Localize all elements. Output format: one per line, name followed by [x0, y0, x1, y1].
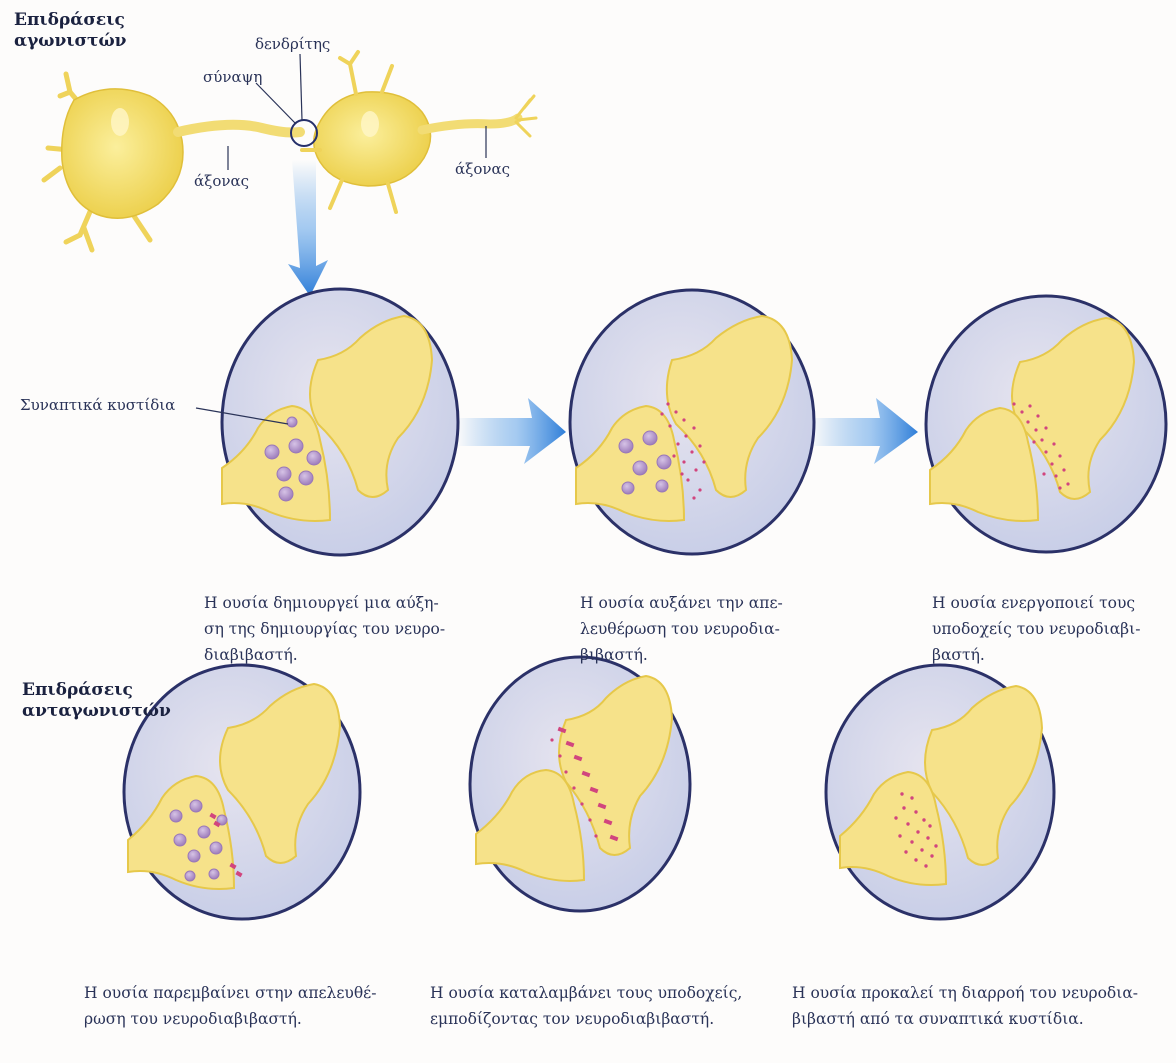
agonist-caption-2: Η ουσία αυξάνει την απε- λευθέρωση του ν… — [580, 590, 783, 668]
axon-label-left: άξονας — [194, 172, 249, 190]
antagonist-caption-1: Η ουσία παρεμβαίνει στην απελευθέ- ρωση … — [84, 980, 376, 1032]
agonist-caption-3: Η ουσία ενεργοποιεί τους υποδοχείς του ν… — [932, 590, 1140, 668]
agonist-panel-1 — [196, 289, 458, 555]
synapse-label: σύναψη — [203, 68, 262, 86]
agonist-caption-1: Η ουσία δημιουργεί μια αύξη- ση της δημι… — [204, 590, 445, 668]
agonists-heading: Επιδράσεις αγωνιστών — [14, 10, 126, 52]
caption-line: βιβαστή από τα συναπτικά κυστίδια. — [792, 1006, 1138, 1032]
agonist-panel-2 — [570, 290, 814, 554]
caption-line: Η ουσία αυξάνει την απε- — [580, 590, 783, 616]
caption-line: βαστή. — [932, 642, 1140, 668]
dendrite-label: δενδρίτης — [255, 35, 330, 53]
agonists-heading-line-2: αγωνιστών — [14, 31, 126, 52]
sequence-arrow-1 — [456, 398, 566, 464]
zoom-arrow — [288, 160, 328, 296]
sequence-arrow-2 — [810, 398, 918, 464]
agonists-heading-line-1: Επιδράσεις — [14, 10, 126, 31]
caption-line: Η ουσία προκαλεί τη διαρροή του νευροδια… — [792, 980, 1138, 1006]
antagonist-caption-2: Η ουσία καταλαμβάνει τους υποδοχείς, εμπ… — [430, 980, 742, 1032]
caption-line: διαβιβαστή. — [204, 642, 445, 668]
caption-line: υποδοχείς του νευροδιαβι- — [932, 616, 1140, 642]
caption-line: εμποδίζοντας τον νευροδιαβιβαστή. — [430, 1006, 742, 1032]
antagonists-heading: Επιδράσεις ανταγωνιστών — [22, 680, 171, 722]
antagonists-heading-line-2: ανταγωνιστών — [22, 701, 171, 722]
antagonist-panel-2 — [470, 657, 690, 911]
vesicles-label: Συναπτικά κυστίδια — [20, 396, 175, 414]
neuron-pair — [44, 52, 536, 250]
axon-label-right: άξονας — [455, 160, 510, 178]
antagonists-heading-line-1: Επιδράσεις — [22, 680, 171, 701]
caption-line: βιβαστή. — [580, 642, 783, 668]
caption-line: Η ουσία καταλαμβάνει τους υποδοχείς, — [430, 980, 742, 1006]
caption-line: ρωση του νευροδιαβιβαστή. — [84, 1006, 376, 1032]
caption-line: ση της δημιουργίας του νευρο- — [204, 616, 445, 642]
antagonist-panel-3 — [826, 665, 1054, 919]
caption-line: λευθέρωση του νευροδια- — [580, 616, 783, 642]
caption-line: Η ουσία δημιουργεί μια αύξη- — [204, 590, 445, 616]
caption-line: Η ουσία ενεργοποιεί τους — [932, 590, 1140, 616]
caption-line: Η ουσία παρεμβαίνει στην απελευθέ- — [84, 980, 376, 1006]
agonist-panel-3 — [926, 296, 1166, 552]
antagonist-caption-3: Η ουσία προκαλεί τη διαρροή του νευροδια… — [792, 980, 1138, 1032]
